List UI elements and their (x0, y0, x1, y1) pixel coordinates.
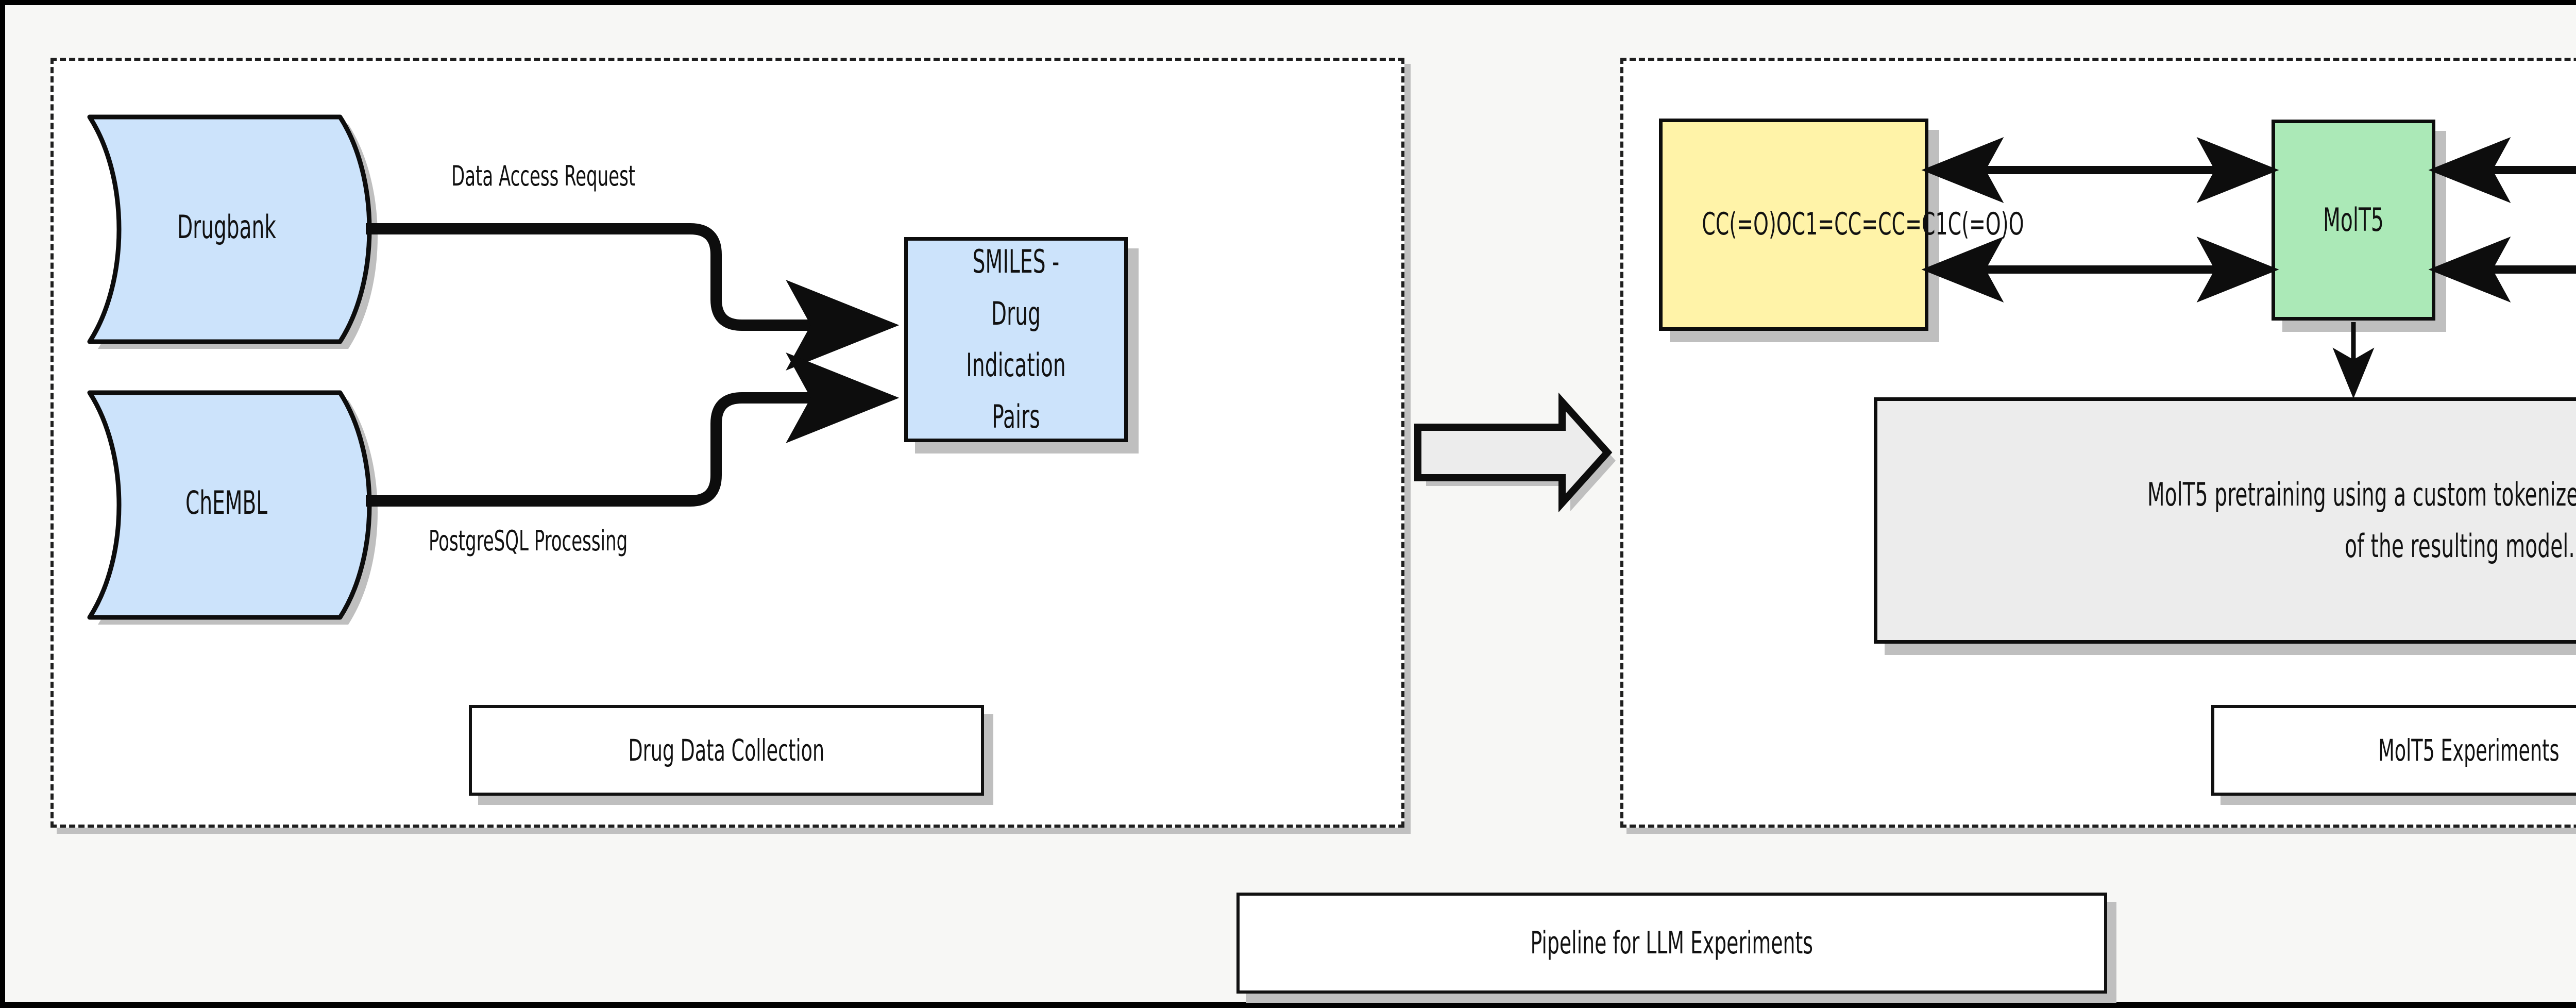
pipeline-transition-arrow (1414, 392, 1616, 513)
diagram-canvas: Drugbank ChEMBL SMILES - Drug Indication… (5, 5, 2576, 1003)
edge-label-postgresql-processing-text: PostgreSQL Processing (429, 525, 628, 557)
edge-label-postgresql-processing: PostgreSQL Processing (429, 525, 713, 557)
node-molt5-label: MolT5 (2323, 200, 2384, 239)
edge-label-data-access-request: Data Access Request (451, 160, 714, 192)
cluster-caption-drug-data-collection-text: Drug Data Collection (628, 733, 825, 768)
node-molt5-pretraining[interactable]: MolT5 pretraining using a custom tokeniz… (1874, 397, 2576, 644)
node-smiles-drug-indication-pairs-label: SMILES - Drug Indication Pairs (966, 243, 1066, 436)
node-smiles-string-label: CC(=O)OC1=CC=CC=C1C(=O)O (1702, 206, 2024, 243)
node-smiles-drug-indication-pairs[interactable]: SMILES - Drug Indication Pairs (904, 237, 1128, 442)
node-molt5-pretraining-label: MolT5 pretraining using a custom tokeniz… (2147, 475, 2576, 565)
footer-caption-pipeline-title-text: Pipeline for LLM Experiments (1530, 925, 1814, 961)
cluster-caption-molt5-experiments-text: MolT5 Experiments (2378, 733, 2560, 768)
cluster-caption-molt5-experiments: MolT5 Experiments (2211, 705, 2576, 796)
node-molt5[interactable]: MolT5 (2272, 120, 2435, 321)
cluster-caption-drug-data-collection: Drug Data Collection (469, 705, 984, 796)
edge-label-data-access-request-text: Data Access Request (451, 160, 636, 192)
node-chembl[interactable]: ChEMBL (82, 387, 378, 625)
node-smiles-string[interactable]: CC(=O)OC1=CC=CC=C1C(=O)O (1659, 119, 2024, 331)
footer-caption-pipeline-title: Pipeline for LLM Experiments (1236, 893, 2107, 994)
node-drugbank[interactable]: Drugbank (82, 111, 378, 349)
